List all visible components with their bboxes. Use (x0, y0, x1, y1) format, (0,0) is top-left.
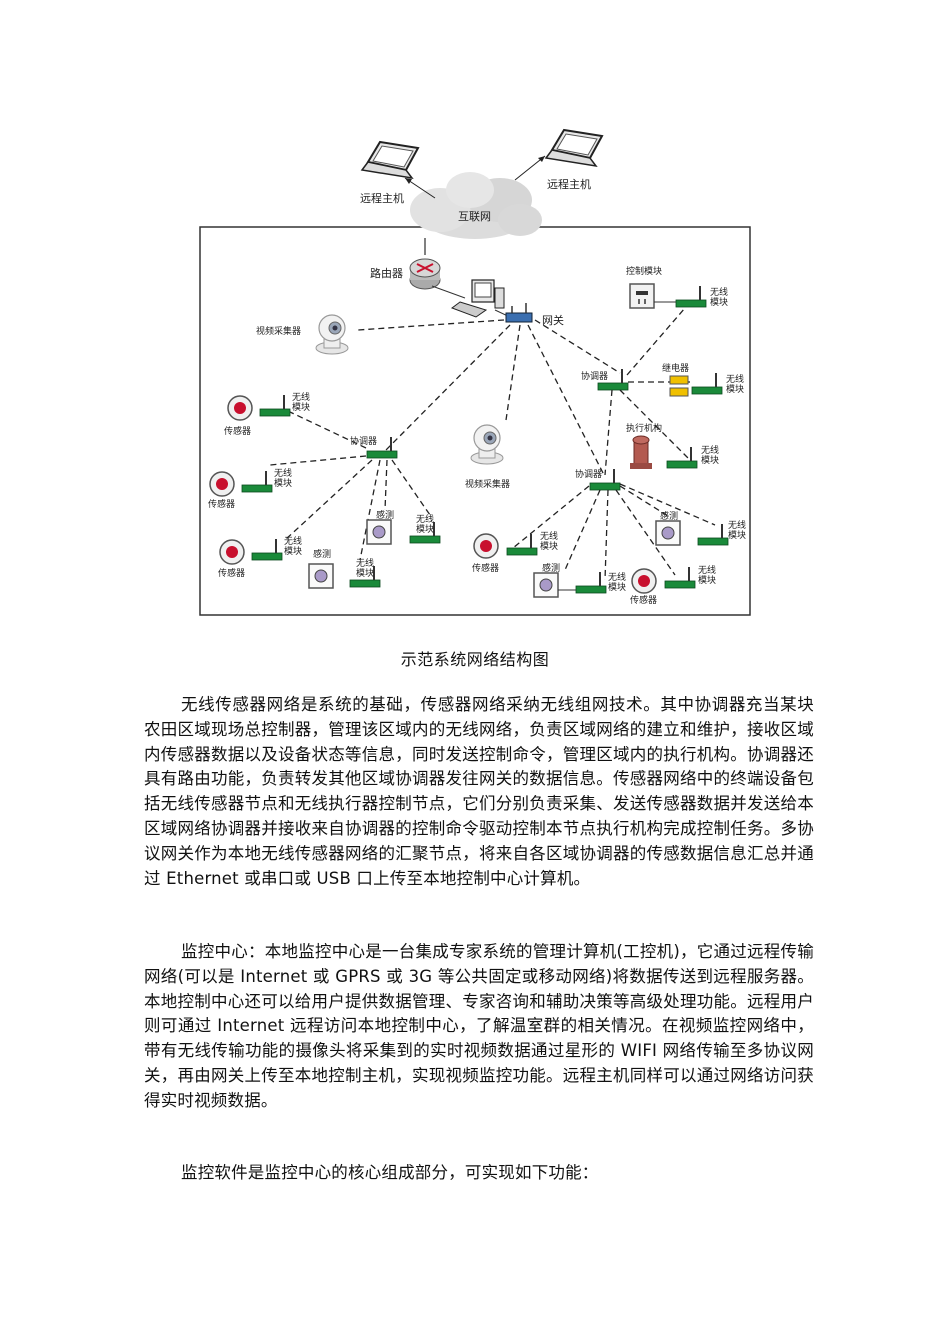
sensor-icon (227, 395, 253, 421)
sensor-icon (473, 533, 499, 559)
sensing-label: 感测 (660, 510, 678, 522)
network-structure-diagram: 互联网 远程主机 远程主机 路由器 网关 视频采集器 视频采集器 (199, 129, 751, 616)
remote-host-right-label: 远程主机 (547, 177, 591, 191)
wireless-module-label: 无线模块 (284, 535, 302, 557)
control-module-label: 控制模块 (626, 265, 662, 277)
desktop-computer-icon (450, 279, 505, 318)
relay-label: 继电器 (662, 362, 689, 374)
sensor-icon (219, 539, 245, 565)
video-camera-icon (470, 424, 504, 465)
paragraph-wsn: 无线传感器网络是系统的基础，传感器网络采纳无线组网技术。其中协调器充当某块农田区… (144, 695, 814, 888)
wireless-module-label: 无线模块 (728, 519, 746, 541)
laptop-icon (545, 129, 603, 167)
sensor-icon (631, 568, 657, 594)
wireless-module-label: 无线模块 (710, 286, 728, 308)
wireless-module-icon (241, 470, 273, 493)
relay-icon (669, 375, 689, 397)
sensor-label: 传感器 (224, 425, 251, 437)
actuator-label: 执行机构 (626, 422, 662, 434)
wireless-module-label: 无线模块 (540, 530, 558, 552)
wireless-module-icon (691, 372, 723, 395)
wireless-module-icon (697, 523, 729, 546)
coordinator-label: 协调器 (575, 468, 602, 480)
wireless-module-icon (251, 538, 283, 561)
actuator-icon (630, 435, 652, 469)
paragraph-monitoring-center: 监控中心：本地监控中心是一台集成专家系统的管理计算机(工控机)，它通过远程传输网… (144, 942, 814, 1110)
gateway-label: 网关 (542, 313, 564, 327)
router-label: 路由器 (370, 266, 403, 280)
wireless-module-label: 无线模块 (292, 391, 310, 413)
wireless-module-icon (506, 533, 538, 556)
sensor-label: 传感器 (218, 567, 245, 579)
sensing-label: 感测 (542, 562, 560, 574)
wireless-module-label: 无线模块 (608, 571, 626, 593)
remote-host-left-label: 远程主机 (360, 191, 404, 205)
wireless-module-label: 无线模块 (698, 564, 716, 586)
figure-caption: 示范系统网络结构图 (400, 650, 550, 669)
laptop-icon (361, 141, 419, 179)
wireless-module-icon (259, 394, 291, 417)
sensing-label: 感测 (376, 509, 394, 521)
router-icon (409, 258, 441, 290)
sensing-box-icon (655, 520, 681, 546)
coordinator-label: 协调器 (350, 435, 377, 447)
sensor-label: 传感器 (472, 562, 499, 574)
wireless-module-label: 无线模块 (274, 467, 292, 489)
sensor-label: 传感器 (208, 498, 235, 510)
sensing-label: 感测 (313, 548, 331, 560)
paragraph-monitoring-software: 监控软件是监控中心的核心组成部分，可实现如下功能： (181, 1163, 599, 1182)
coordinator-label: 协调器 (581, 370, 608, 382)
wireless-module-label: 无线模块 (416, 513, 434, 535)
sensing-box-icon (533, 572, 559, 598)
sensor-icon (209, 471, 235, 497)
wireless-module-icon (675, 285, 707, 308)
socket-icon (629, 283, 655, 309)
wireless-module-label: 无线模块 (356, 557, 374, 579)
video-camera-icon (315, 314, 349, 355)
sensor-label: 传感器 (630, 594, 657, 606)
internet-cloud-icon (410, 172, 542, 239)
wireless-module-label: 无线模块 (701, 444, 719, 466)
internet-label: 互联网 (458, 210, 491, 223)
wireless-module-icon (575, 571, 607, 594)
wireless-module-icon (666, 446, 698, 469)
wireless-module-icon (664, 566, 696, 589)
video-capture-mid-label: 视频采集器 (465, 478, 510, 490)
video-capture-top-label: 视频采集器 (256, 325, 301, 337)
sensing-box-icon (308, 563, 334, 589)
sensing-box-icon (366, 519, 392, 545)
wireless-module-label: 无线模块 (726, 373, 744, 395)
gateway-icon (505, 303, 533, 323)
